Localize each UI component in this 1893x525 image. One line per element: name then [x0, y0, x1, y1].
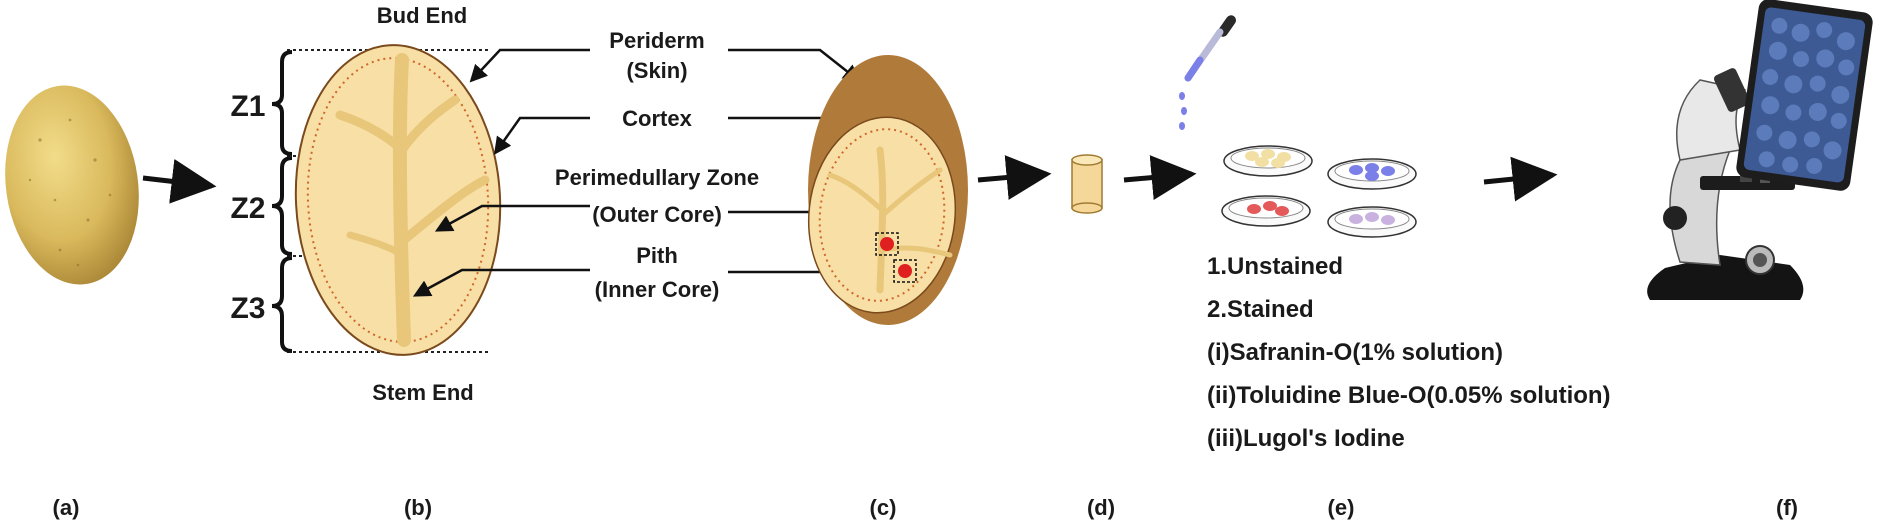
staining-line-2: 2.Stained — [1207, 296, 1314, 323]
stem-end-label: Stem End — [372, 380, 473, 405]
perimedullary-sublabel: (Outer Core) — [592, 202, 722, 227]
zone-3-label: Z3 — [230, 292, 265, 325]
zone-braces — [271, 50, 293, 353]
arrow-e-to-f — [1483, 156, 1558, 202]
periderm-sublabel: (Skin) — [626, 58, 687, 83]
bud-end-label: Bud End — [377, 3, 467, 28]
staining-line-1: 1.Unstained — [1207, 253, 1343, 280]
petri-dish-toluidine — [1327, 158, 1417, 190]
inner-core-sample — [898, 264, 912, 278]
arrow-a-to-b — [142, 158, 217, 204]
staining-setup — [1179, 15, 1417, 238]
outer-core-sample-box — [875, 232, 899, 256]
panel-label-b: (b) — [404, 495, 432, 520]
periderm-label: Periderm — [609, 28, 704, 53]
pith-label: Pith — [636, 243, 678, 268]
whole-potato — [5, 85, 139, 285]
panel-label-d: (d) — [1087, 495, 1115, 520]
arrow-d-to-e — [1123, 155, 1197, 200]
outer-core-sample — [880, 237, 894, 251]
vascular-pattern — [335, 53, 490, 347]
pith-sublabel: (Inner Core) — [595, 277, 720, 302]
petri-dish-lugol — [1327, 206, 1417, 238]
tuber-longitudinal-section — [287, 44, 502, 356]
arrow-c-to-d — [977, 155, 1052, 200]
cortex-label: Cortex — [622, 106, 692, 131]
petri-dish-safranin — [1221, 195, 1311, 227]
microscope-with-phone — [1647, 0, 1873, 300]
panel-label-e: (e) — [1328, 495, 1355, 520]
zone-2-label: Z2 — [230, 192, 265, 225]
inner-core-sample-box — [893, 259, 917, 283]
transverse-slice — [807, 55, 968, 325]
panel-label-c: (c) — [870, 495, 897, 520]
panel-label-a: (a) — [53, 495, 80, 520]
staining-line-3: (i)Safranin-O(1% solution) — [1207, 339, 1503, 366]
panel-label-f: (f) — [1776, 495, 1798, 520]
core-cylinder — [1071, 154, 1103, 214]
zone-1-label: Z1 — [230, 90, 265, 123]
petri-dish-unstained — [1223, 145, 1313, 177]
staining-line-5: (iii)Lugol's Iodine — [1207, 425, 1405, 452]
staining-line-4: (ii)Toluidine Blue-O(0.05% solution) — [1207, 382, 1611, 409]
cortex-boundary — [306, 57, 490, 343]
dropper — [1179, 15, 1237, 130]
perimedullary-label: Perimedullary Zone — [555, 165, 759, 190]
